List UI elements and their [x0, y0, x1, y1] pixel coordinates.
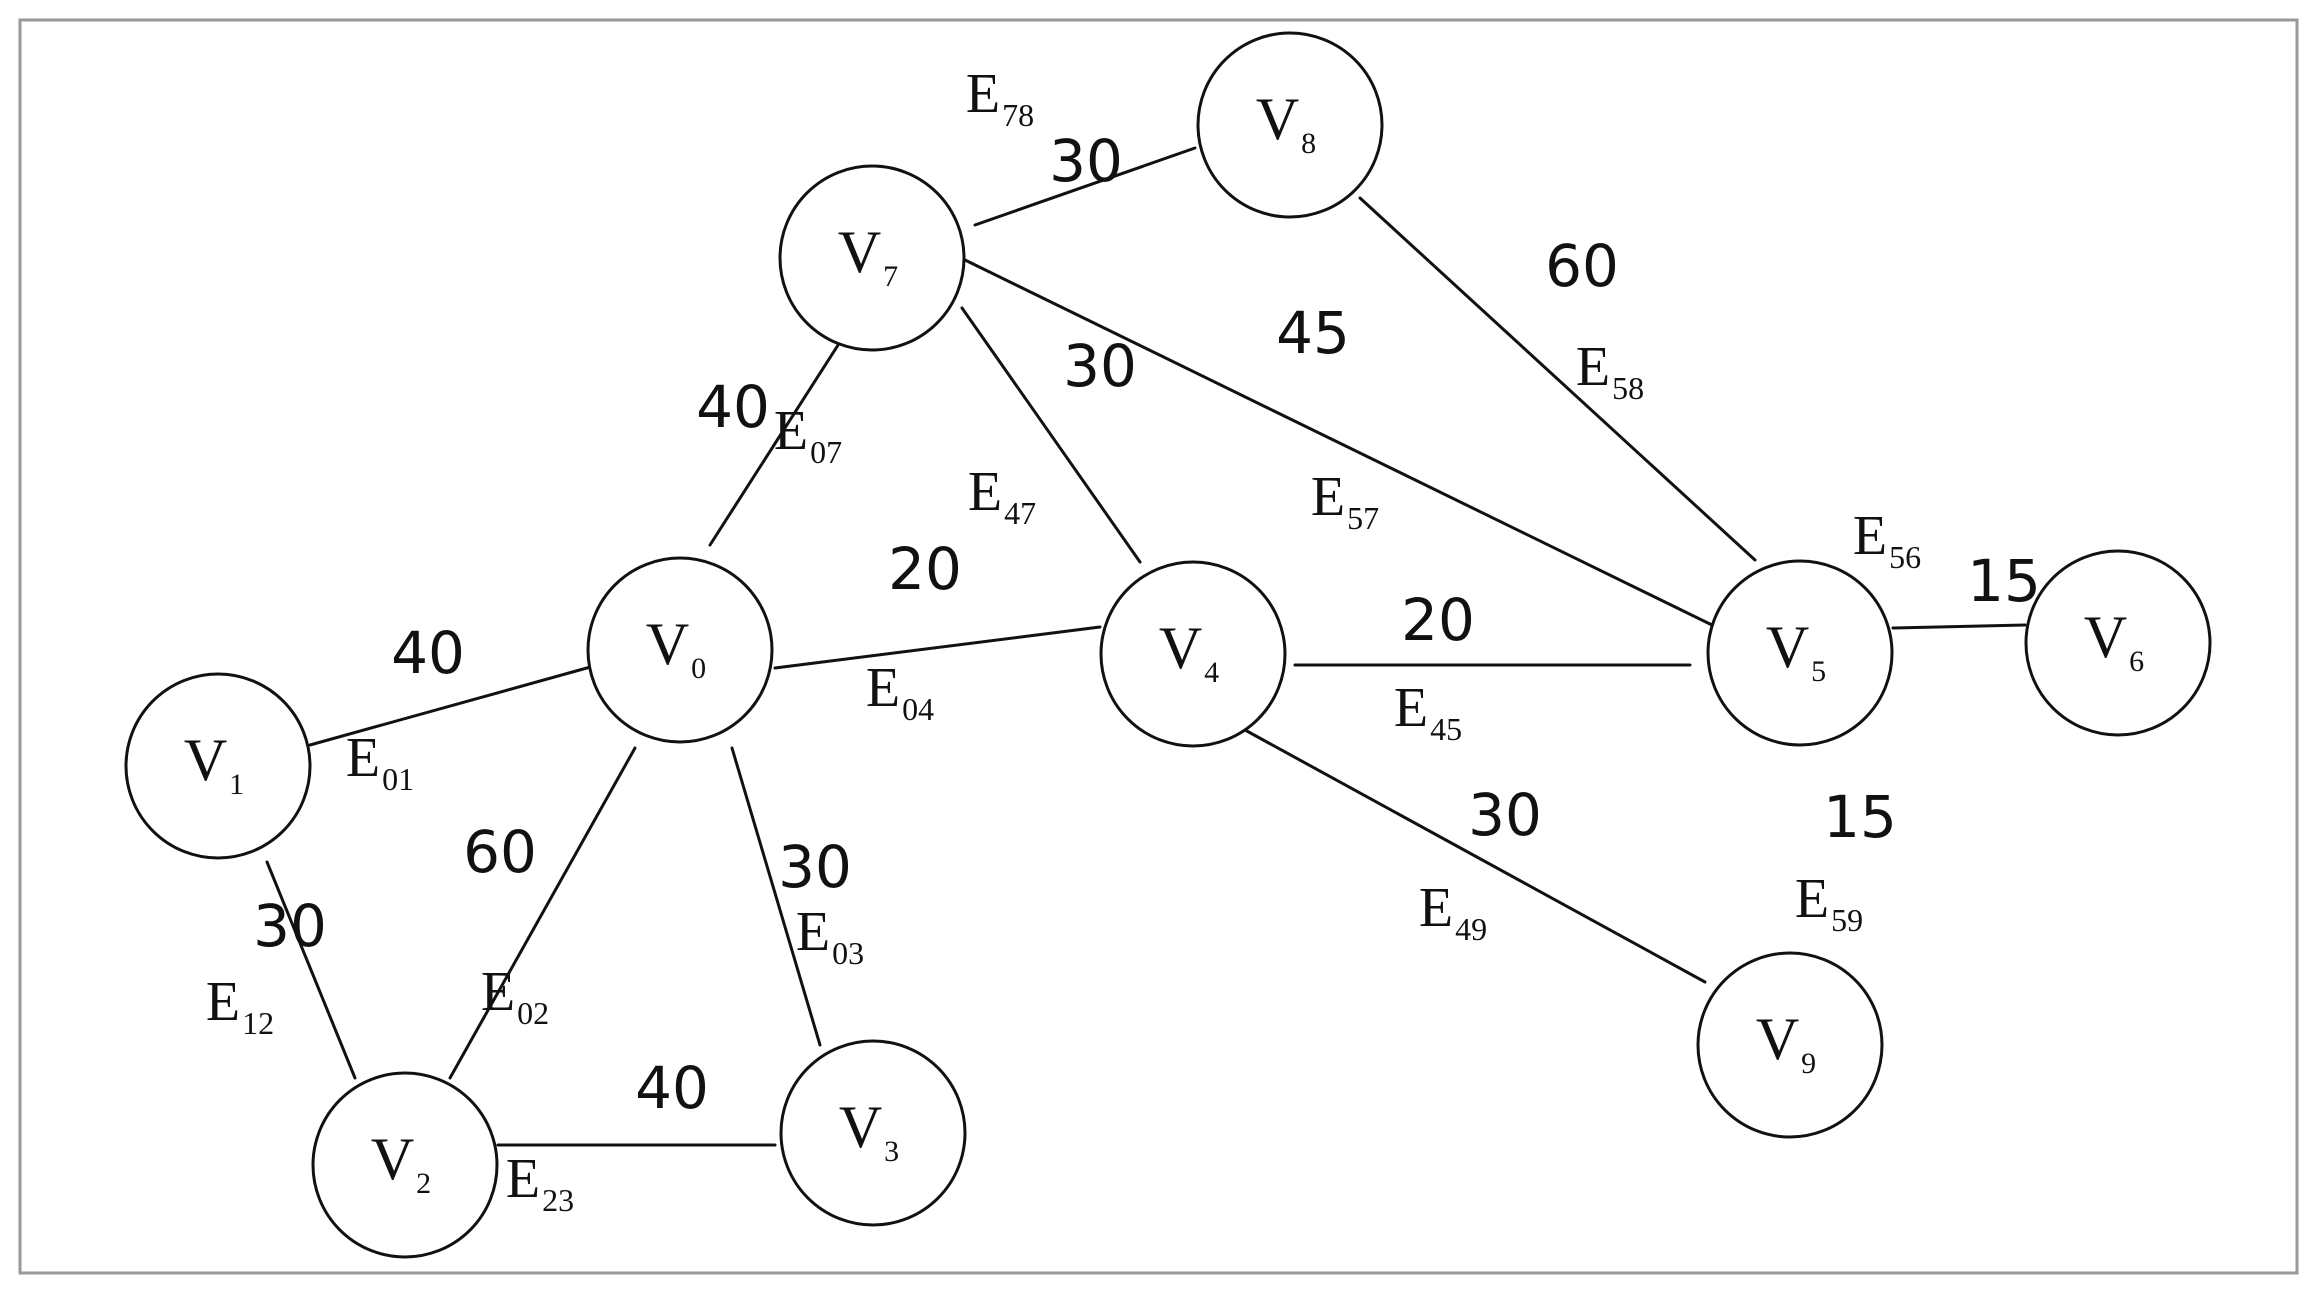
node-v2: V2 [311, 1071, 499, 1259]
node-circle [778, 164, 966, 352]
edge-weight-e04: 20 [888, 535, 962, 603]
node-v3: V3 [779, 1039, 967, 1227]
edge-name-e57: E57 [1311, 466, 1379, 536]
edge-weight-e02: 60 [463, 818, 537, 886]
node-label: V2 [371, 1126, 431, 1200]
edge-name-e45: E45 [1394, 677, 1462, 747]
node-v1: V1 [124, 672, 312, 860]
edge-name-e23: E23 [506, 1148, 574, 1218]
node-circle [124, 672, 312, 860]
edge-name-e03: E03 [796, 901, 864, 971]
node-label: V3 [839, 1094, 899, 1168]
edge-weight-e47: 30 [1063, 332, 1137, 400]
edge-e78 [973, 146, 1197, 227]
node-label: V6 [2084, 604, 2144, 678]
edge-e12 [265, 860, 357, 1080]
edge-name-e04: E04 [866, 657, 934, 727]
edge-weight-e57: 45 [1276, 299, 1350, 367]
edge-weight-e23: 40 [635, 1054, 709, 1122]
edge-name-e07: E07 [774, 400, 842, 470]
node-circle [1706, 559, 1894, 747]
edge-e57 [963, 258, 1714, 627]
edge-weight-e78: 30 [1049, 127, 1123, 195]
edge-name-e59: E59 [1795, 868, 1863, 938]
edge-e01 [308, 664, 596, 747]
edge-layer [265, 146, 2027, 1147]
node-circle [1696, 951, 1884, 1139]
node-label: V8 [1256, 86, 1316, 160]
edge-weight-e56: 15 [1967, 547, 2041, 615]
node-label: V0 [646, 611, 706, 685]
edge-e56 [1891, 623, 2027, 630]
node-circle [779, 1039, 967, 1227]
edge-name-e78: E78 [966, 63, 1034, 133]
edge-weight-e49: 30 [1468, 781, 1542, 849]
node-circle [1196, 31, 1384, 219]
edge-e04 [773, 625, 1102, 670]
edge-e49 [1243, 728, 1707, 984]
edge-name-e02: E02 [481, 961, 549, 1031]
edge-weight-e03: 30 [778, 833, 852, 901]
node-v7: V7 [778, 164, 966, 352]
node-v6: V6 [2024, 549, 2212, 737]
node-circle [586, 556, 774, 744]
node-v0: V0 [586, 556, 774, 744]
edge-weight-e12: 30 [253, 892, 327, 960]
edge-e47 [960, 306, 1142, 564]
edge-weight-e45: 20 [1401, 586, 1475, 654]
edge-e07 [708, 340, 842, 547]
node-label: V7 [838, 219, 898, 293]
edge-name-e12: E12 [206, 971, 274, 1041]
edge-name-e58: E58 [1576, 336, 1644, 406]
edge-weight-e59: 15 [1823, 783, 1897, 851]
node-v9: V9 [1696, 951, 1884, 1139]
edge-name-e49: E49 [1419, 877, 1487, 947]
edge-e02 [448, 746, 637, 1080]
edge-weight-e07: 40 [696, 373, 770, 441]
node-v5: V5 [1706, 559, 1894, 747]
node-label: V5 [1766, 614, 1826, 688]
edge-name-e01: E01 [346, 727, 414, 797]
node-circle [311, 1071, 499, 1259]
node-circle [2024, 549, 2212, 737]
edge-name-e47: E47 [968, 461, 1036, 531]
edge-e03 [730, 746, 822, 1047]
node-label: V9 [1756, 1006, 1816, 1080]
edge-weight-e58: 60 [1545, 232, 1619, 300]
node-v8: V8 [1196, 31, 1384, 219]
node-circle [1099, 560, 1287, 748]
edge-weight-e01: 40 [391, 619, 465, 687]
edge-name-e56: E56 [1853, 505, 1921, 575]
edge-e58 [1358, 196, 1757, 562]
node-label: V1 [184, 727, 244, 801]
node-label: V4 [1159, 615, 1219, 689]
node-v4: V4 [1099, 560, 1287, 748]
